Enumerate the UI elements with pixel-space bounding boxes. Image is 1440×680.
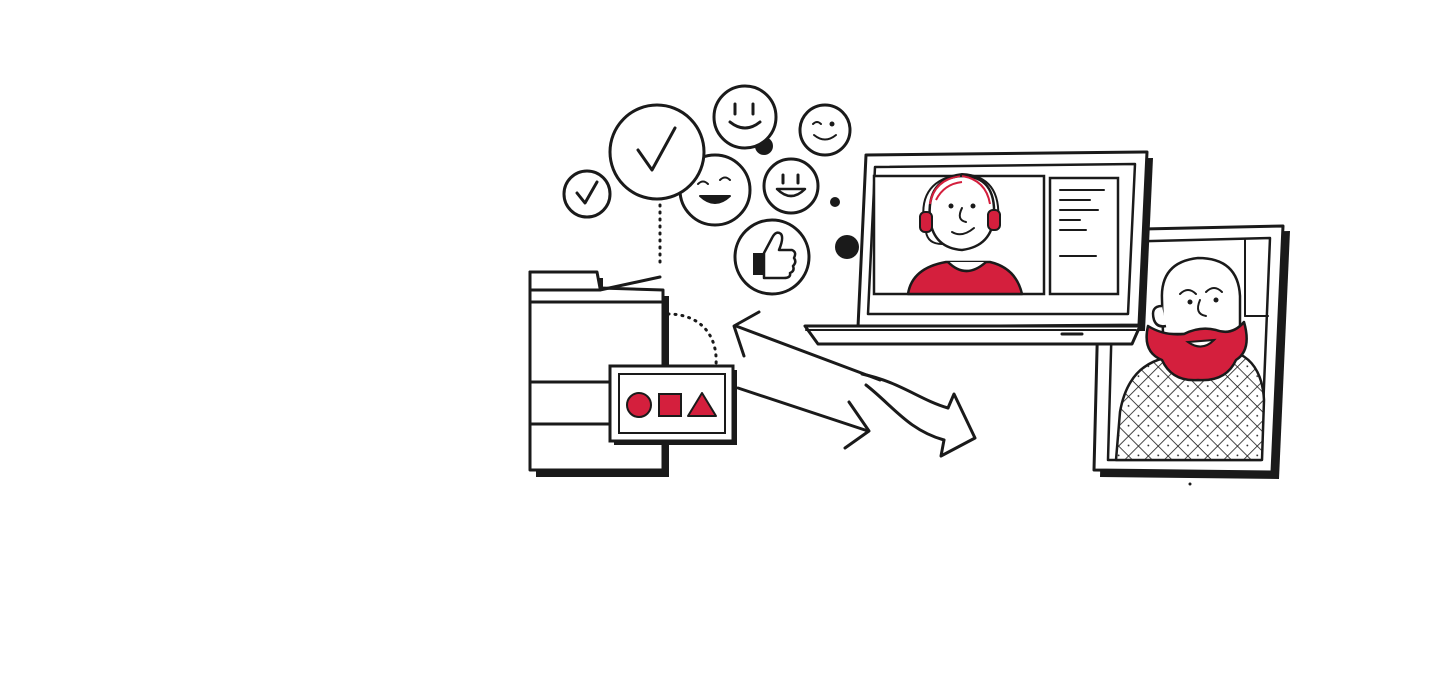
- smiley-icon: [798, 103, 852, 157]
- square-shape-icon: [658, 393, 682, 417]
- support-agent-icon: [906, 173, 1024, 296]
- document-panel-icon: [1048, 176, 1120, 296]
- customer-icon: [1114, 256, 1266, 462]
- feedback-bubbles: [562, 84, 859, 296]
- checkmark-small-icon: [562, 169, 612, 219]
- control-panel-icon: [608, 364, 737, 445]
- connection-dots: [658, 203, 718, 367]
- triangle-shape-icon: [687, 392, 717, 417]
- circle-shape-icon: [626, 392, 652, 418]
- smiley-icon: [762, 157, 820, 215]
- thumbs-up-icon: [733, 218, 811, 296]
- bidirectional-arrow-icon: [732, 310, 977, 458]
- smiley-icon: [712, 84, 778, 150]
- checkmark-large-icon: [608, 103, 706, 201]
- laptop-icon: [803, 150, 1153, 346]
